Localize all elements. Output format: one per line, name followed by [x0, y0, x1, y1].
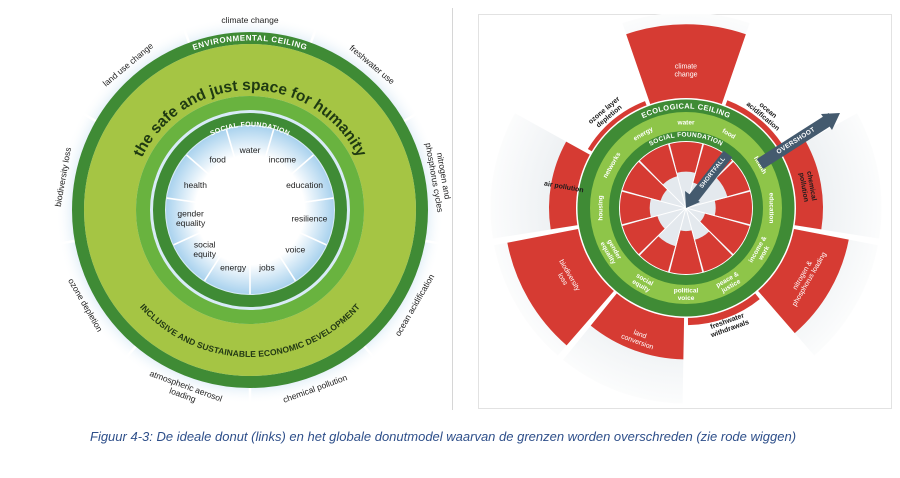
social-divider	[173, 209, 251, 246]
overshoot-wedge	[687, 291, 760, 326]
social-dimension-label: jobs	[258, 263, 275, 273]
social-dimension-label: income	[269, 155, 297, 165]
social-divider	[685, 207, 704, 272]
safe-space-ring	[590, 112, 782, 304]
social-divider	[685, 207, 734, 256]
overshoot-wedge	[626, 24, 746, 106]
ideal-donut-diagram: water income education resilience voice jobs e…	[50, 15, 452, 412]
social-divider	[249, 209, 327, 246]
social-divider	[622, 190, 687, 209]
shortfall-wedge	[622, 216, 665, 255]
social-dimension-label: food	[209, 155, 226, 165]
social-divider	[225, 129, 251, 211]
social-divider	[249, 129, 275, 211]
social-divider	[185, 154, 251, 211]
overshoot-wedge	[780, 141, 823, 230]
boundary-label: climate change	[221, 15, 278, 25]
shortfall-wedge	[700, 213, 750, 255]
social-divider	[166, 197, 251, 211]
shortfall-wedge	[669, 142, 703, 173]
social-dimension-label: housing	[597, 195, 604, 220]
inner-green-ring	[136, 96, 364, 324]
figure-divider	[452, 8, 453, 410]
social-dimension-label: energy	[220, 263, 247, 273]
shortfall-wedge	[620, 191, 651, 225]
overshoot-wedge	[756, 228, 849, 334]
shortfall-wedge	[716, 161, 750, 197]
social-dimension-label: education	[286, 180, 323, 190]
overshoot-wedge	[549, 141, 592, 230]
shortfall-wedge	[622, 161, 668, 201]
shortfall-wedge	[669, 230, 703, 274]
social-foundation-ring	[153, 113, 347, 307]
shortfall-wedge	[639, 144, 678, 185]
social-divider	[203, 209, 251, 282]
social-dimension-label: resilience	[291, 214, 327, 224]
social-divider	[685, 190, 750, 209]
shortfall-wedge	[639, 236, 676, 272]
social-divider	[249, 154, 315, 211]
social-dimension-label: voice	[285, 244, 305, 254]
social-divider	[622, 207, 687, 226]
social-dimension-label: education	[768, 193, 775, 224]
social-divider	[638, 160, 687, 209]
environmental-ceiling-ring	[72, 32, 428, 388]
shortfall-wedge	[714, 191, 752, 225]
social-dimension-label: water	[677, 119, 695, 126]
figure-caption: Figuur 4-3: De ideale donut (links) en h…	[90, 429, 797, 444]
overshoot-wedge	[590, 291, 685, 360]
social-divider	[249, 197, 334, 211]
safe-space-ring	[84, 44, 416, 376]
social-divider	[249, 209, 297, 282]
social-divider	[685, 207, 750, 226]
social-divider	[638, 207, 687, 256]
social-foundation-ring	[609, 131, 763, 285]
ecological-ceiling-ring	[577, 99, 795, 317]
shortfall-wedge	[694, 231, 733, 272]
social-dimension-label: health	[184, 180, 207, 190]
social-divider	[668, 207, 687, 272]
social-dimension-label: water	[239, 145, 261, 155]
social-divider	[668, 144, 687, 209]
